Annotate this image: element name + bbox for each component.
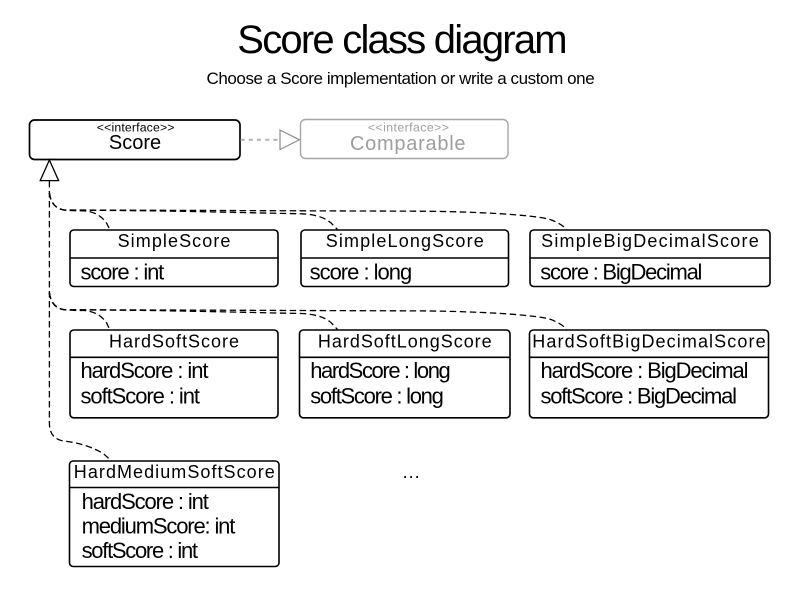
- svg-text:HardMediumSoftScore: HardMediumSoftScore: [74, 462, 276, 482]
- svg-text:hardScore : long: hardScore : long: [310, 358, 449, 383]
- svg-text:softScore : long: softScore : long: [310, 383, 442, 408]
- svg-text:<<interface>>: <<interface>>: [97, 120, 175, 134]
- svg-text:Score: Score: [109, 132, 161, 154]
- svg-text:...: ...: [403, 462, 421, 482]
- svg-text:softScore : int: softScore : int: [81, 383, 200, 408]
- svg-text:Comparable: Comparable: [350, 133, 466, 155]
- svg-text:SimpleScore: SimpleScore: [118, 231, 232, 251]
- svg-text:Score class diagram: Score class diagram: [237, 18, 566, 62]
- svg-text:softScore : int: softScore : int: [82, 538, 198, 563]
- svg-text:HardSoftBigDecimalScore: HardSoftBigDecimalScore: [532, 331, 766, 351]
- svg-text:hardScore : int: hardScore : int: [81, 358, 209, 383]
- svg-text:SimpleLongScore: SimpleLongScore: [326, 231, 485, 251]
- svg-text:Choose a Score implementation: Choose a Score implementation or write a…: [207, 69, 595, 88]
- svg-text:<<interface>>: <<interface>>: [368, 120, 449, 134]
- svg-text:SimpleBigDecimalScore: SimpleBigDecimalScore: [541, 231, 760, 251]
- svg-text:score : BigDecimal: score : BigDecimal: [540, 259, 701, 284]
- svg-text:hardScore : int: hardScore : int: [82, 489, 209, 514]
- svg-text:score : long: score : long: [310, 259, 412, 284]
- svg-text:HardSoftLongScore: HardSoftLongScore: [318, 331, 493, 351]
- svg-text:HardSoftScore: HardSoftScore: [109, 331, 240, 351]
- svg-text:mediumScore: int: mediumScore: int: [82, 514, 236, 539]
- svg-text:softScore : BigDecimal: softScore : BigDecimal: [541, 383, 737, 408]
- svg-text:score : int: score : int: [81, 259, 165, 284]
- svg-text:hardScore : BigDecimal: hardScore : BigDecimal: [541, 358, 748, 383]
